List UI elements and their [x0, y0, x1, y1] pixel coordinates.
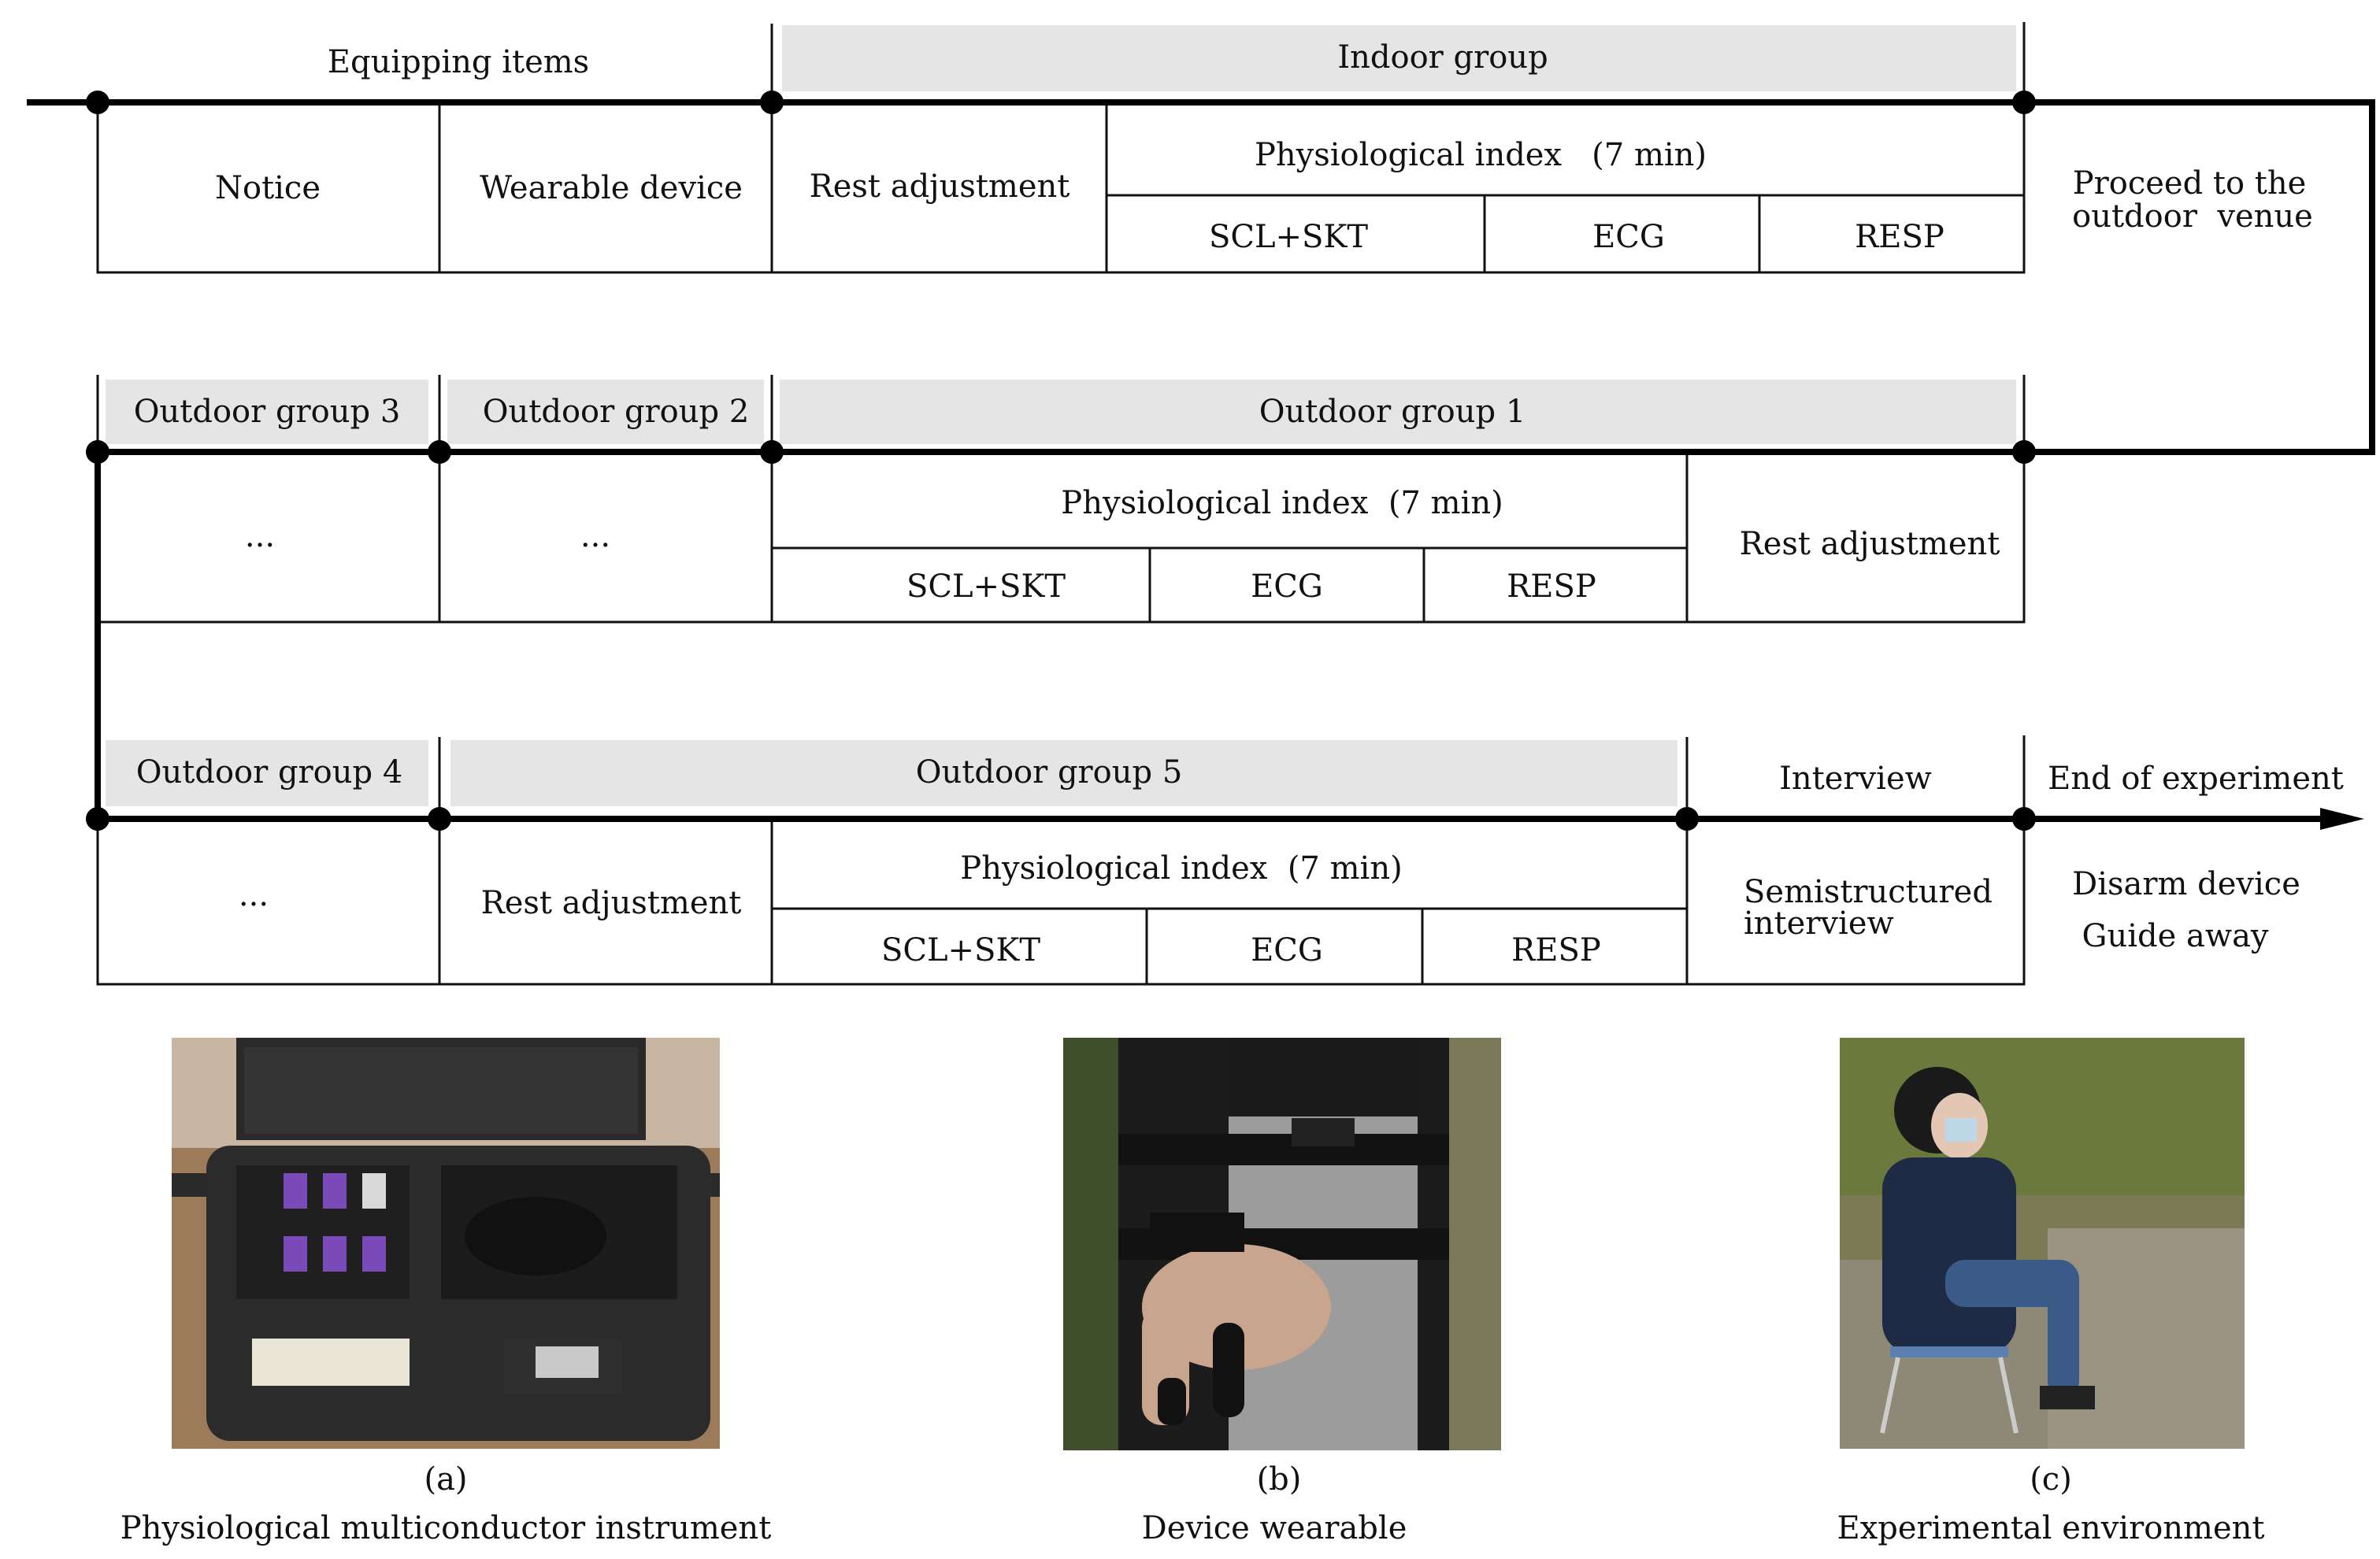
outdoor-group-5-label: Outdoor group 5	[916, 754, 1183, 791]
rest-adjustment-cell: Rest adjustment	[481, 885, 742, 921]
end-of-experiment-label: End of experiment	[2048, 761, 2344, 797]
outdoor-group-2-label: Outdoor group 2	[483, 394, 750, 430]
outdoor-group-1-header	[780, 380, 2016, 444]
photo-b-tag: (b)	[1257, 1461, 1302, 1498]
physiological-index-cell: Physiological index (7 min)	[1255, 137, 1707, 173]
scl-skt-cell: SCL+SKT	[881, 932, 1040, 968]
guide-away-label: Guide away	[2082, 918, 2268, 954]
scl-skt-cell: SCL+SKT	[906, 568, 1066, 605]
ecg-cell: ECG	[1251, 568, 1323, 605]
ellipsis-cell: ...	[239, 877, 269, 913]
semistructured-interview-line2: interview	[1744, 905, 1894, 942]
photo-instrument-case	[172, 1038, 720, 1449]
outdoor-group-2-header	[447, 380, 764, 444]
outdoor-group-1-label: Outdoor group 1	[1259, 394, 1526, 430]
photo-experimental-environment	[1840, 1038, 2245, 1449]
ellipsis-cell: ...	[245, 518, 275, 554]
arrowhead-icon	[2320, 808, 2364, 830]
outdoor-group-4-header	[106, 740, 428, 806]
photo-a-tag: (a)	[424, 1461, 467, 1498]
indoor-group-header	[782, 25, 2016, 91]
physiological-index-cell: Physiological index (7 min)	[1061, 485, 1503, 521]
photo-a-caption: Physiological multiconductor instrument	[120, 1510, 772, 1546]
outdoor-group-5-header	[450, 740, 1677, 806]
proceed-outdoor-line1: Proceed to the	[2073, 165, 2307, 202]
wearable-device-cell: Wearable device	[480, 170, 743, 206]
scl-skt-cell: SCL+SKT	[1209, 219, 1368, 255]
photo-c-caption: Experimental environment	[1837, 1510, 2265, 1546]
outdoor-group-3-label: Outdoor group 3	[134, 394, 401, 430]
disarm-device-label: Disarm device	[2072, 866, 2300, 902]
resp-cell: RESP	[1511, 932, 1601, 968]
photo-b-caption: Device wearable	[1142, 1510, 1407, 1546]
notice-cell: Notice	[215, 170, 321, 206]
indoor-group-label: Indoor group	[1337, 39, 1548, 76]
rest-adjustment-cell: Rest adjustment	[810, 168, 1070, 205]
timeline-nodes	[86, 91, 2036, 831]
proceed-outdoor-line2: outdoor venue	[2072, 198, 2313, 235]
physiological-index-cell: Physiological index (7 min)	[960, 850, 1402, 887]
semistructured-interview-line1: Semistructured	[1744, 874, 1993, 910]
ecg-cell: ECG	[1592, 219, 1665, 255]
rest-adjustment-cell: Rest adjustment	[1740, 526, 2000, 562]
resp-cell: RESP	[1507, 568, 1596, 605]
row3-table	[96, 817, 2026, 986]
flow-line	[27, 99, 2375, 822]
outdoor-group-3-header	[106, 380, 428, 444]
equipping-items-label: Equipping items	[328, 44, 589, 80]
outdoor-group-4-label: Outdoor group 4	[136, 754, 403, 791]
ecg-cell: ECG	[1251, 932, 1323, 968]
interview-label: Interview	[1779, 761, 1932, 797]
ellipsis-cell: ...	[580, 518, 610, 554]
photo-c-tag: (c)	[2030, 1461, 2072, 1498]
photo-device-wearable	[1063, 1038, 1501, 1450]
resp-cell: RESP	[1855, 219, 1944, 255]
